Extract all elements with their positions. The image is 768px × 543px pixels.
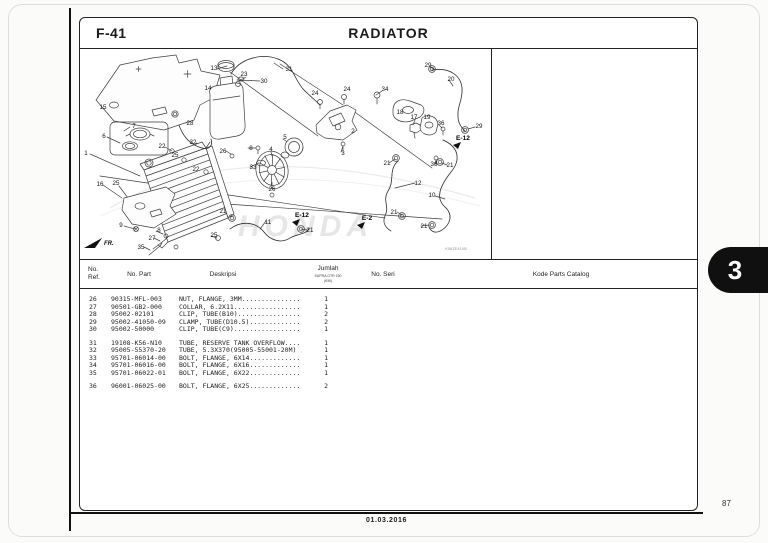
col-header-qty-code: (K56)	[323, 279, 333, 283]
part-callout-25: 25	[113, 180, 120, 187]
part-callout-26: 26	[220, 148, 227, 155]
ref-label-e-2: E-2	[362, 215, 373, 222]
part-callout-21: 21	[220, 208, 227, 215]
part-callout-13: 13	[211, 65, 218, 72]
part-callout-20: 20	[448, 76, 455, 83]
part-callout-25: 25	[172, 152, 179, 159]
table-header: No.Ref. No. Part Deskripsi Jumlah SUPRA …	[80, 259, 697, 289]
section-tab-label: 3	[727, 254, 743, 285]
part-callout-9: 9	[119, 222, 123, 229]
col-header-qty: Jumlah	[317, 265, 339, 272]
exploded-parts-diagram: HONDA	[80, 48, 491, 259]
part-callout-21: 21	[391, 209, 398, 216]
part-callout-16: 16	[97, 181, 104, 188]
ref-arrow-icon	[292, 219, 300, 226]
part-callout-21: 21	[307, 227, 314, 234]
part-callout-6: 6	[102, 133, 106, 140]
part-callout-29: 29	[425, 62, 432, 69]
part-callout-30: 30	[261, 78, 268, 85]
ref-arrow-icon	[453, 142, 461, 149]
diagram-divider	[491, 48, 493, 259]
part-callout-5: 5	[283, 134, 287, 141]
part-callout-12: 12	[415, 180, 422, 187]
part-callout-36: 36	[431, 161, 438, 168]
part-callout-25: 25	[211, 232, 218, 239]
part-callout-14: 14	[205, 85, 212, 92]
part-callout-33: 33	[250, 164, 257, 171]
col-header-kode: Kode Parts Catalog	[532, 271, 590, 278]
section-tab: 3	[708, 247, 768, 293]
page-header: F-41 RADIATOR	[80, 18, 697, 49]
watermark-text: HONDA	[238, 210, 373, 243]
col-header-ref: No.Ref.	[88, 266, 100, 281]
part-callout-18: 18	[397, 109, 404, 116]
part-callout-21: 21	[384, 160, 391, 167]
part-callout-3: 3	[341, 150, 345, 157]
part-callout-1: 1	[84, 150, 88, 157]
part-callout-19: 19	[424, 114, 431, 121]
part-callout-35: 35	[138, 244, 145, 251]
part-callout-21: 21	[421, 223, 428, 230]
part-callout-10: 10	[429, 192, 436, 199]
part-callout-17: 17	[411, 114, 418, 121]
honda-watermark: HONDA	[99, 166, 481, 243]
content-frame: F-41 RADIATOR HONDA	[79, 17, 698, 511]
part-callout-2: 2	[351, 128, 355, 135]
part-callout-31: 31	[286, 66, 293, 73]
ref-label-e-12: E-12	[295, 212, 309, 219]
fr-label: FR.	[104, 241, 114, 247]
section-code: F-41	[96, 25, 127, 41]
part-callout-11: 11	[265, 219, 272, 226]
part-callout-24: 24	[312, 90, 319, 97]
part-callout-22: 22	[193, 166, 200, 173]
part-callout-24: 24	[344, 86, 351, 93]
col-header-qty-model: SUPRA GTR 150	[314, 274, 342, 278]
part-callout-22: 22	[159, 143, 166, 150]
page-number: 87	[722, 499, 731, 508]
part-callout-23: 23	[241, 71, 248, 78]
part-callout-36: 36	[438, 120, 445, 127]
fr-indicator: FR.	[84, 238, 114, 248]
part-callout-8: 8	[249, 145, 253, 152]
footer-rule	[70, 512, 703, 514]
part-callout-32: 32	[190, 139, 197, 146]
part-callout-34: 34	[382, 86, 389, 93]
page-title: RADIATOR	[348, 25, 429, 41]
page-date: 01.03.2016	[365, 517, 408, 524]
part-callout-28: 28	[187, 120, 194, 127]
part-callout-26: 26	[269, 186, 276, 193]
ref-arrow-icon	[357, 222, 365, 229]
part-callout-21: 21	[447, 162, 454, 169]
col-header-seri: No. Seri	[371, 271, 395, 278]
ref-label-e-12: E-12	[456, 135, 470, 142]
part-callout-29: 29	[476, 123, 483, 130]
part-callout-27: 27	[149, 235, 156, 242]
part-callout-4: 4	[269, 146, 273, 153]
binding-rule-left	[69, 8, 71, 531]
part-callout-8: 8	[157, 227, 161, 234]
part-callout-15: 15	[100, 104, 107, 111]
figure-code: K56ZE410B	[445, 246, 467, 251]
part-callout-7: 7	[132, 123, 136, 130]
col-header-part: No. Part	[127, 271, 151, 278]
col-header-desc: Deskripsi	[209, 271, 237, 278]
